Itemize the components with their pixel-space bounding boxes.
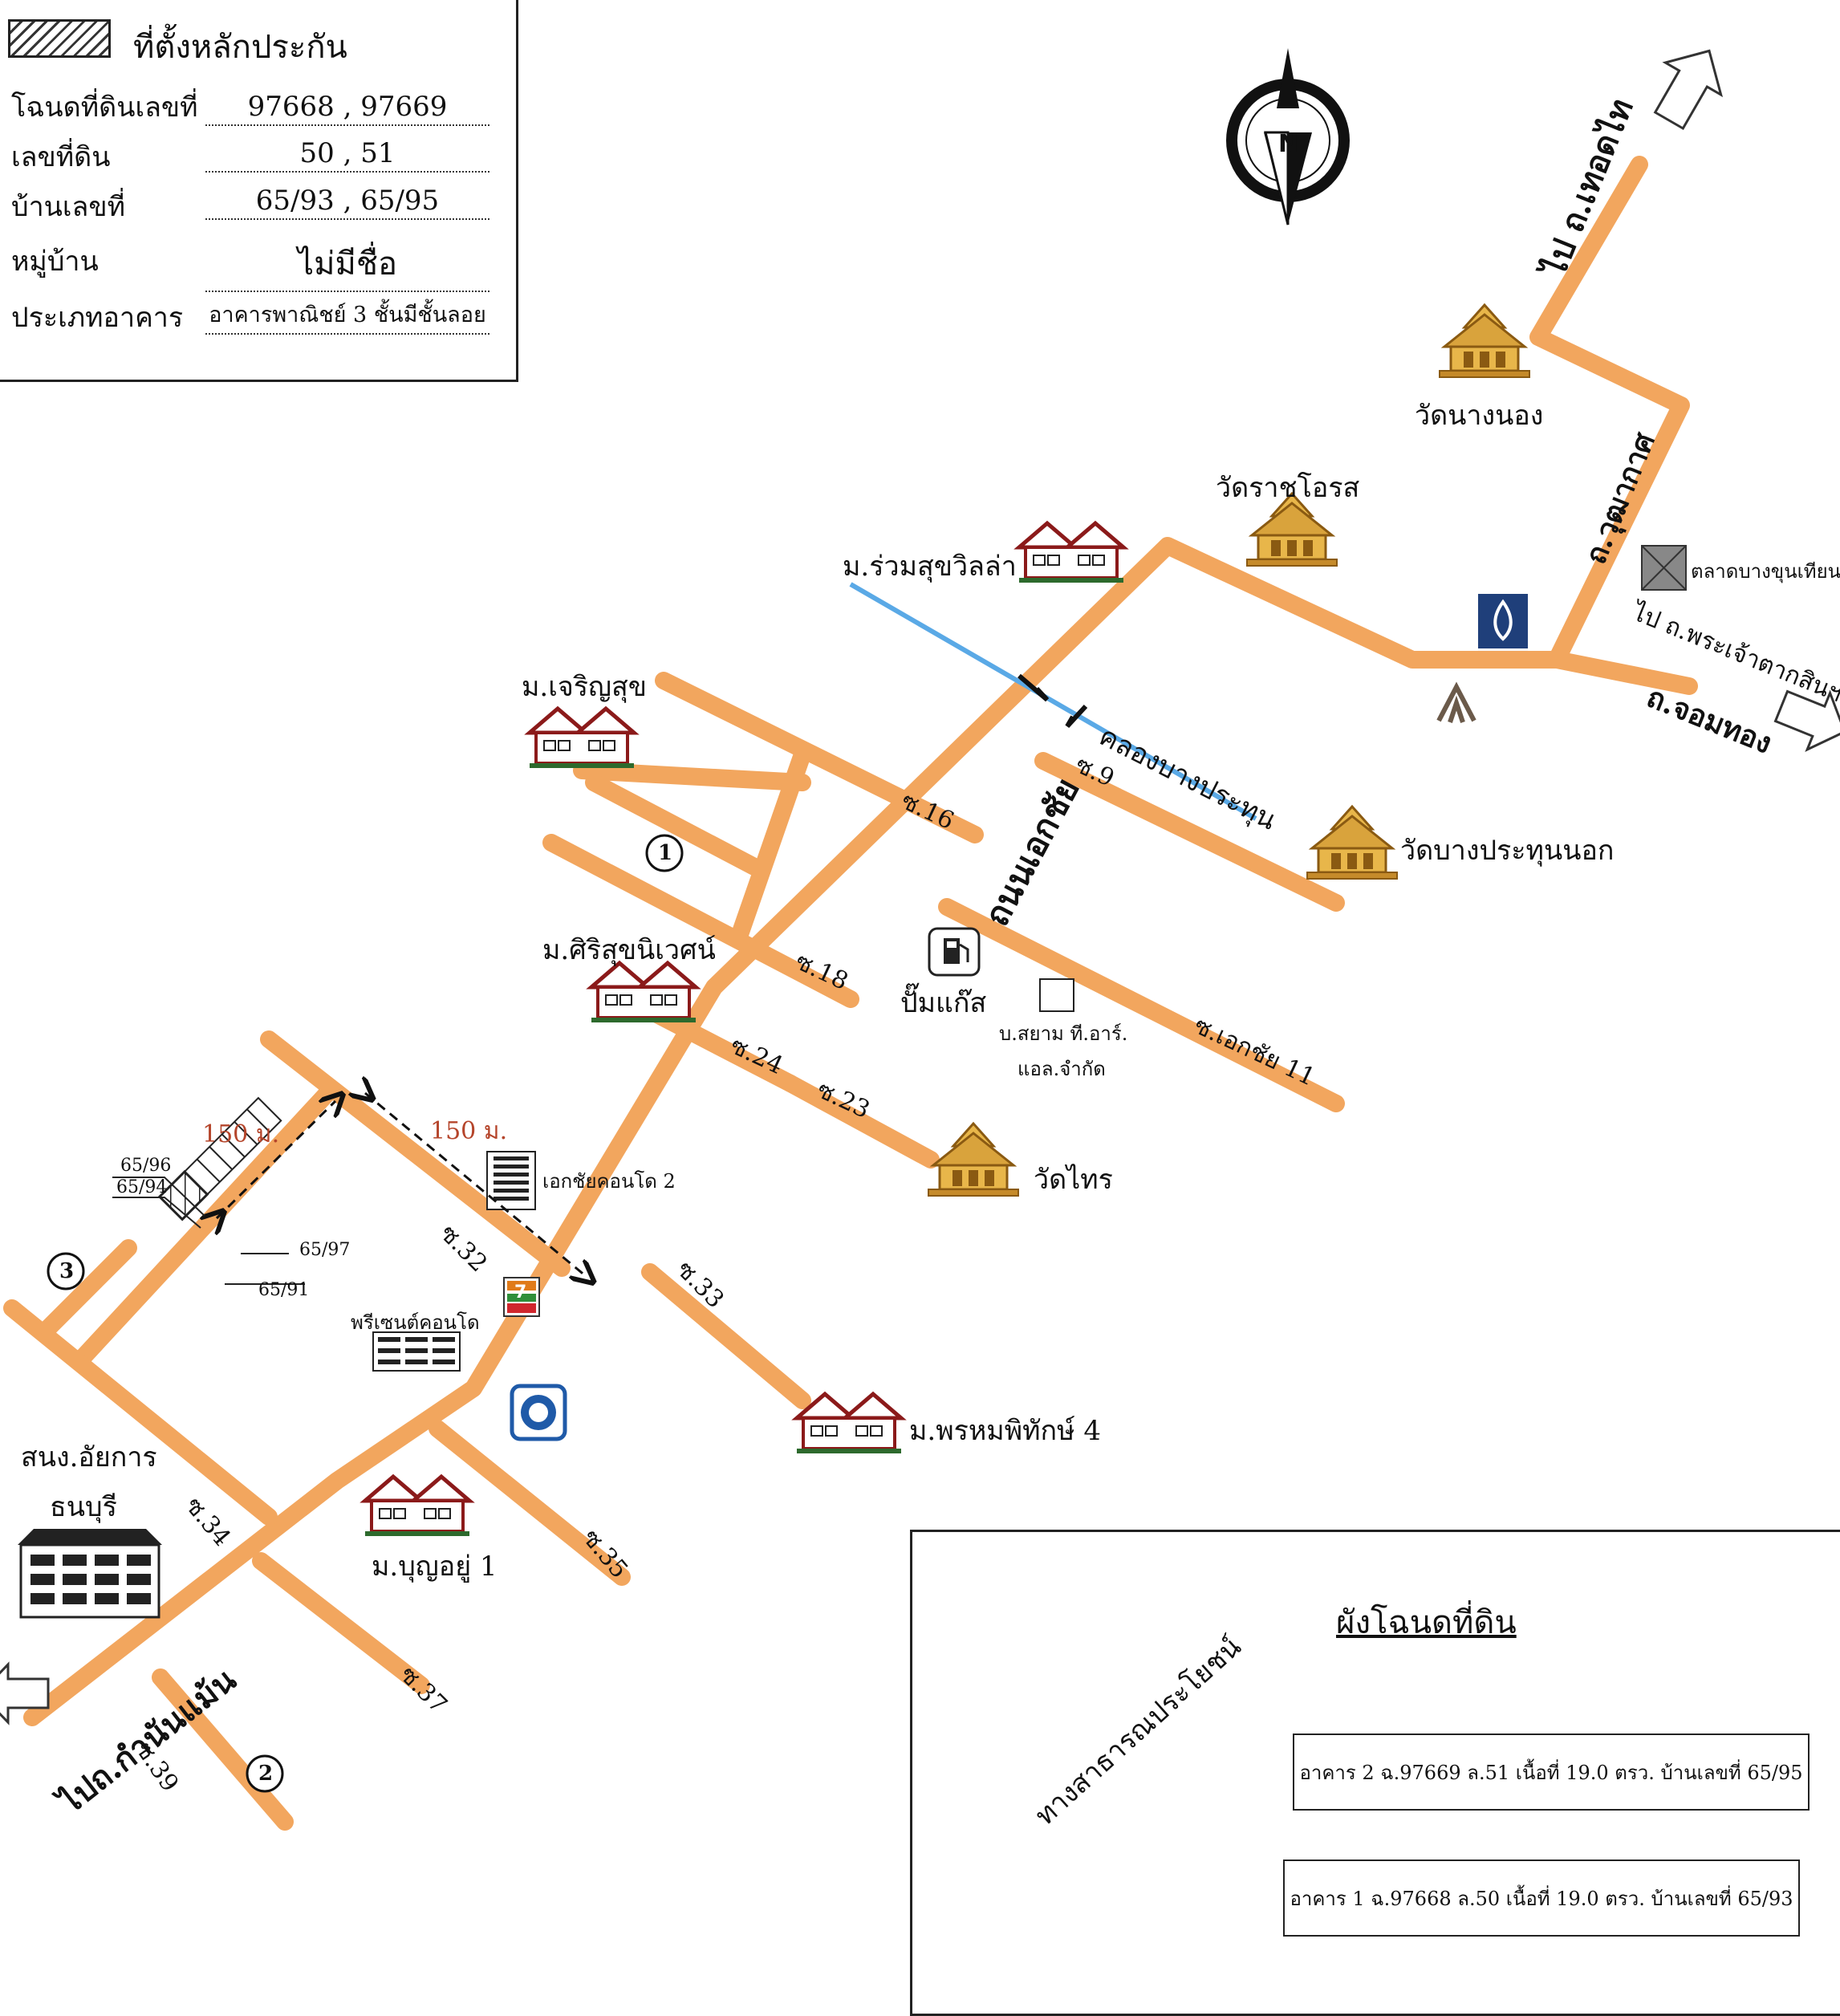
- kasikorn-bank-icon: [1433, 681, 1480, 730]
- road-soi-23: [782, 1075, 940, 1169]
- circle-marker-3: [47, 1252, 85, 1290]
- house-icon: [797, 1394, 901, 1453]
- building-1-box: อาคาร 1 ฉ.97668 ล.50 เนื้อที่ 19.0 ตรว. …: [1283, 1860, 1800, 1937]
- property-info-box: ที่ตั้งหลักประกัน โฉนดที่ดินเลขที่ 97668…: [0, 0, 518, 382]
- label-wat-nang-nong: วัดนางนอง: [1415, 400, 1544, 432]
- road-wutthakat: [1529, 156, 1690, 669]
- compass-letter: N: [1278, 130, 1299, 158]
- president-condo-icon: [372, 1331, 461, 1372]
- road-soi-16: [655, 672, 984, 843]
- distance-label: 150 ม.: [430, 1117, 508, 1145]
- parcel-leaders: [112, 1177, 305, 1285]
- label-market: ตลาดบางขุนเทียน: [1691, 560, 1840, 583]
- info-label: ประเภทอาคาร: [11, 302, 184, 334]
- property-parcels: [157, 1096, 282, 1221]
- label-seven-eleven: 7: [514, 1282, 527, 1303]
- label-ekachai-condo: เอกชัยคอนโด 2: [542, 1170, 676, 1193]
- label-gas-station: ปั๊มแก๊ส: [900, 987, 987, 1019]
- label-siri-suk: ม.ศิริสุขนิเวศน์: [542, 934, 716, 966]
- road-soi-16b: [573, 762, 811, 791]
- attorney-office-icon: [18, 1529, 162, 1619]
- parcel-label: 65/91: [258, 1280, 310, 1300]
- arrow-to-phra-chao-tak-icon: [1773, 689, 1840, 752]
- info-value: ไม่มีชื่อ: [205, 238, 489, 292]
- road-soi-37: [252, 1552, 430, 1694]
- parcel-label: 65/97: [299, 1240, 351, 1260]
- info-label: โฉนดที่ดินเลขที่: [11, 91, 198, 124]
- label-ruam-suk-villa: ม.ร่วมสุขวิลล่า: [843, 551, 1017, 583]
- label-wat-bang-prathun-nok: วัดบางประทุนนอก: [1400, 835, 1615, 867]
- road-soi-35: [429, 1420, 631, 1586]
- road-soi-branch: [729, 746, 811, 948]
- distance-label: 150 ม.: [202, 1120, 280, 1148]
- arrow-to-thoet-thai-icon: [1653, 49, 1724, 131]
- plan-title: ผังโฉนดที่ดิน: [1336, 1604, 1517, 1641]
- label-prompiphat: ม.พรหมพิทักษ์ 4: [909, 1415, 1101, 1447]
- info-label: เลขที่ดิน: [11, 141, 111, 173]
- info-value: 65/93 , 65/95: [205, 185, 489, 220]
- road-soi-34b: [39, 1239, 137, 1337]
- road-soi-ekachai-11: [938, 898, 1345, 1112]
- road-soi-branch2: [585, 774, 763, 876]
- land-plan-box: ผังโฉนดที่ดิน ทางสาธารณประโยชน์ อาคาร 2 …: [910, 1530, 1840, 2016]
- label-wat-sai: วัดไทร: [1034, 1164, 1113, 1196]
- info-label: หมู่บ้าน: [11, 246, 99, 278]
- canal-bang-prathun: [849, 582, 1257, 821]
- info-value: 50 , 51: [205, 137, 489, 173]
- hatch-legend-icon: [8, 19, 111, 58]
- road-soi-9: [1034, 752, 1345, 912]
- house-icon: [591, 963, 696, 1022]
- house-icon: [530, 709, 634, 768]
- temple-icon: [927, 1122, 1020, 1197]
- road-soi-24: [645, 1004, 799, 1092]
- arrow-to-kamnan-maen-icon: [0, 1661, 50, 1725]
- compass-icon: [1226, 48, 1350, 226]
- house-icon: [365, 1477, 469, 1536]
- circle-number: 2: [258, 1762, 274, 1786]
- label-siam-tr-1: บ.สยาม ที.อาร์.: [999, 1022, 1128, 1045]
- temple-icon: [1306, 805, 1399, 880]
- label-attorney-2: ธนบุรี: [50, 1491, 117, 1523]
- circle-marker-1: [645, 834, 684, 872]
- siam-tr-square-icon: [1039, 978, 1074, 1012]
- bangkok-bank-icon: [1478, 594, 1528, 648]
- info-value: 97668 , 97669: [205, 91, 489, 126]
- road-ekachai: [23, 537, 1698, 1726]
- label-wat-ratcha-oros: วัดราชโอรส: [1216, 472, 1360, 504]
- building-2-box: อาคาร 2 ฉ.97669 ล.51 เนื้อที่ 19.0 ตรว. …: [1293, 1734, 1810, 1811]
- parcel-label: 65/94: [116, 1177, 168, 1197]
- label-attorney-1: สนง.อัยการ: [21, 1441, 157, 1473]
- road-soi-18: [542, 834, 859, 1008]
- krungthai-bank-icon: [510, 1384, 567, 1441]
- circle-number: 1: [658, 841, 673, 865]
- circle-number: 3: [59, 1259, 75, 1283]
- distance-arrow: [217, 1093, 586, 1276]
- info-value: อาคารพาณิชย์ 3 ชั้นมีชั้นลอย: [205, 297, 489, 335]
- gas-station-icon: [928, 927, 981, 977]
- temple-icon: [1438, 303, 1531, 379]
- road-soi-39: [152, 1668, 294, 1831]
- legend-label: ที่ตั้งหลักประกัน: [133, 29, 347, 66]
- house-icon: [1019, 523, 1123, 583]
- road-soi-34a: [3, 1299, 278, 1526]
- info-label: บ้านเลขที่: [11, 191, 126, 223]
- parcel-label: 65/96: [120, 1156, 172, 1176]
- market-icon: [1641, 545, 1687, 591]
- label-bunyu: ม.บุญอยู่ 1: [372, 1551, 498, 1583]
- road-soi-33: [641, 1263, 811, 1409]
- label-charoen-suk: ม.เจริญสุข: [522, 671, 647, 703]
- public-way-label: ทางสาธารณประโยชน์: [1029, 1630, 1248, 1832]
- label-president-condo: พรีเซนต์คอนโด: [351, 1311, 480, 1334]
- label-siam-tr-2: แอล.จำกัด: [1017, 1058, 1106, 1080]
- circle-marker-2: [246, 1754, 284, 1793]
